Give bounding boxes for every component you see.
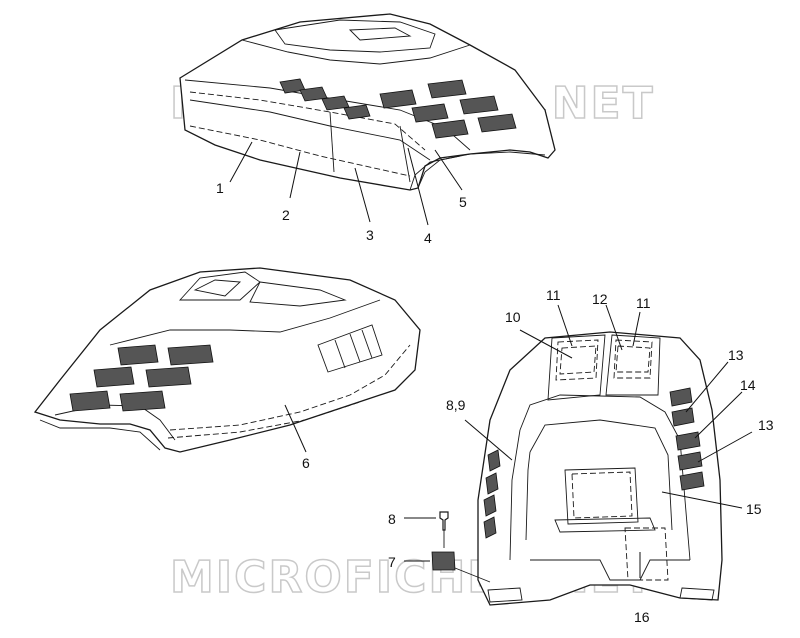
callout-14: 14 xyxy=(740,377,756,393)
callout-3: 3 xyxy=(366,227,374,243)
fastener-parts xyxy=(431,511,491,583)
callout-4: 4 xyxy=(424,230,432,246)
callout-11-left: 11 xyxy=(546,287,561,303)
leader-6 xyxy=(284,404,307,453)
callout-10: 10 xyxy=(505,309,521,325)
callout-15: 15 xyxy=(746,501,762,517)
callout-8: 8 xyxy=(388,511,396,527)
callout-2: 2 xyxy=(282,207,290,223)
hood-side-view xyxy=(33,267,421,453)
hood-underside-view xyxy=(477,331,723,606)
leaders-right xyxy=(404,304,753,578)
callout-12: 12 xyxy=(592,291,608,307)
callout-6: 6 xyxy=(302,455,310,471)
leaders-top xyxy=(229,141,463,226)
callout-13-top: 13 xyxy=(728,347,744,363)
callout-5: 5 xyxy=(459,194,467,210)
callout-7: 7 xyxy=(388,554,396,570)
callout-11-right: 11 xyxy=(636,295,651,311)
callout-13-bottom: 13 xyxy=(758,417,774,433)
hood-top-view xyxy=(179,13,556,191)
callout-16: 16 xyxy=(634,609,650,625)
callout-1: 1 xyxy=(216,180,224,196)
callout-8-9: 8,9 xyxy=(446,397,466,413)
